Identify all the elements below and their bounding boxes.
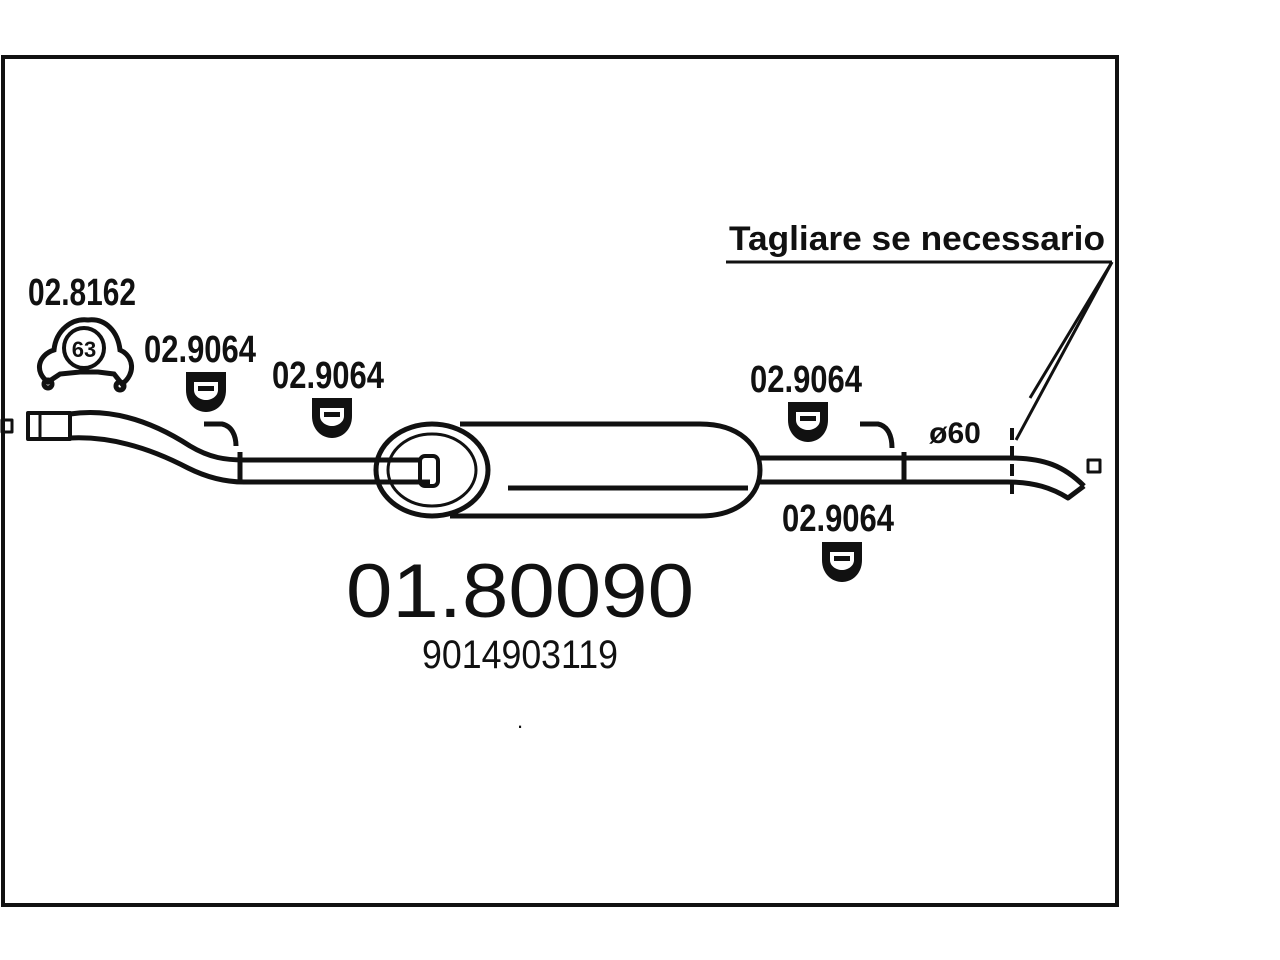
hanger-2-code-label: 02.9064: [272, 355, 384, 397]
hanger-3-icon: [788, 402, 828, 442]
diameter-label: ø60: [929, 417, 981, 450]
clamp-icon: [37, 317, 134, 393]
part-number: 01.80090: [346, 549, 694, 634]
hanger-4-code-label: 02.9064: [782, 498, 894, 540]
hanger-1-icon: [186, 372, 226, 412]
cut-note-label: Tagliare se necessario: [729, 220, 1105, 258]
hanger-3-code-label: 02.9064: [750, 359, 862, 401]
hanger-1-code-label: 02.9064: [144, 329, 256, 371]
hanger-2-icon: [312, 398, 352, 438]
hanger-4-icon: [822, 542, 862, 582]
clamp-code-label: 02.8162: [28, 272, 136, 314]
clamp-size-label: 63: [72, 337, 96, 362]
cut-note-leader-1: [1014, 261, 1114, 441]
oem-number: 9014903119: [422, 633, 618, 677]
stray-dot: .: [517, 708, 523, 733]
diagram-border: [1, 55, 1119, 907]
cut-note-leader-2: [1028, 261, 1114, 399]
exhaust-pipe: [0, 409, 1102, 519]
